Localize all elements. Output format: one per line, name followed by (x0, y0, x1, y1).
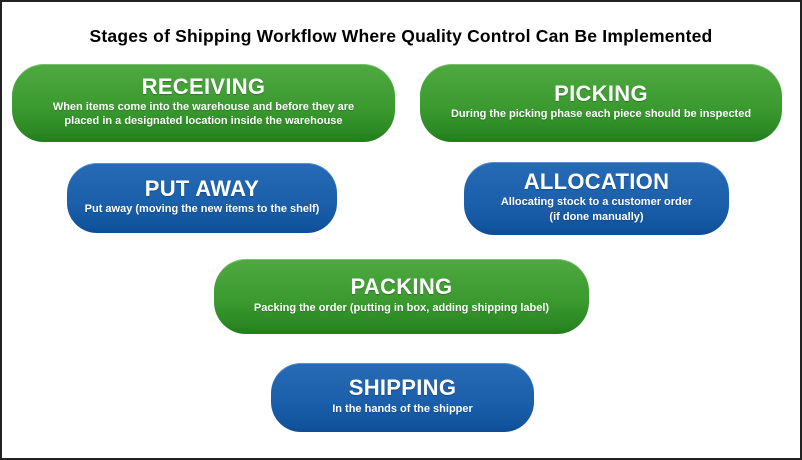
page-title: Stages of Shipping Workflow Where Qualit… (89, 26, 713, 46)
stage-packing-description: Packing the order (putting in box, addin… (253, 301, 550, 314)
stage-put-away-description: Put away (moving the new items to the sh… (84, 203, 320, 215)
stage-shipping-description: In the hands of the shipper (332, 402, 473, 415)
stage-put-away-label: PUT AWAY (144, 175, 260, 201)
stage-packing: PACKING Packing the order (putting in bo… (214, 259, 589, 334)
stage-picking: PICKING During the picking phase each pi… (420, 64, 782, 142)
stage-receiving: RECEIVING When items come into the wareh… (12, 64, 395, 142)
stage-shipping-label: SHIPPING (348, 375, 457, 401)
stage-allocation-label: ALLOCATION (523, 169, 670, 195)
stage-receiving-label: RECEIVING (141, 73, 266, 99)
stage-allocation-description: Allocating stock to a customer order (if… (500, 196, 693, 223)
stage-allocation: ALLOCATION Allocating stock to a custome… (464, 162, 729, 235)
stage-put-away: PUT AWAY Put away (moving the new items … (67, 163, 337, 233)
stage-packing-label: PACKING (350, 274, 453, 300)
stage-shipping: SHIPPING In the hands of the shipper (271, 363, 534, 432)
stage-picking-label: PICKING (554, 80, 648, 106)
stage-receiving-description: When items come into the warehouse and b… (52, 100, 355, 128)
stage-picking-description: During the picking phase each piece shou… (450, 108, 752, 120)
